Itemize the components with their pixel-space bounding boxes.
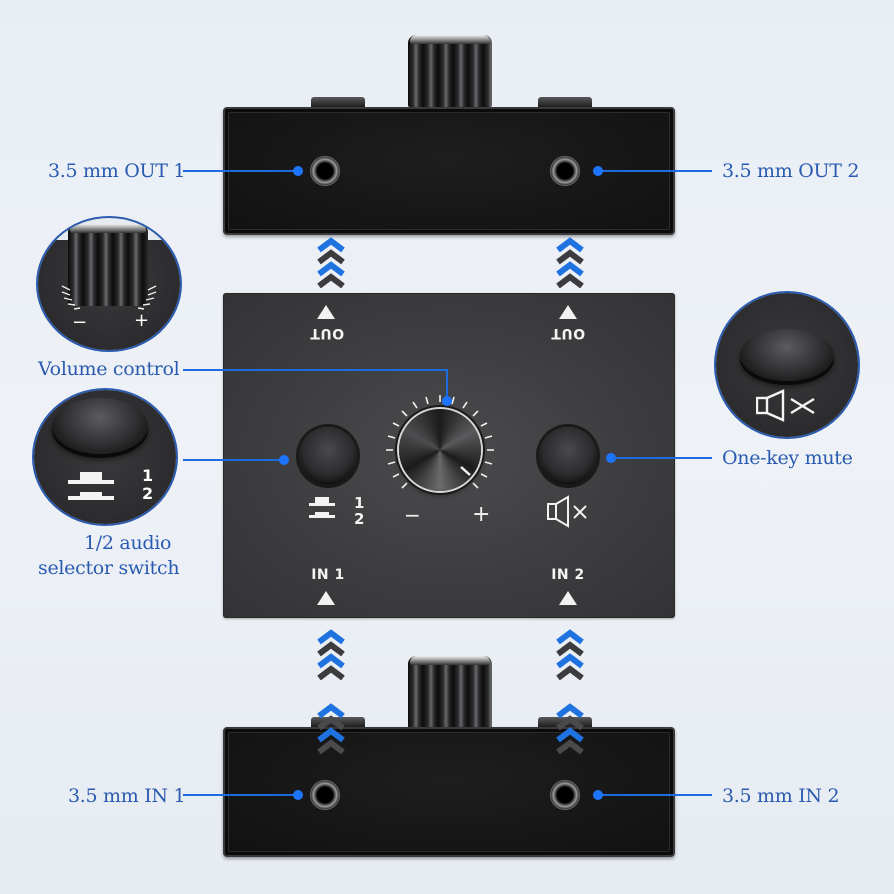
in-end-panel — [223, 727, 675, 857]
inset-plus: + — [134, 310, 150, 331]
knob-zoom-inset: − + — [38, 218, 180, 350]
mute-zoom-inset — [716, 293, 858, 437]
volume-scale-icon — [61, 285, 157, 310]
in1-arrow-icon — [317, 591, 335, 605]
out1-label: 3.5 mm OUT 1 — [48, 160, 186, 182]
inset-knob-body — [68, 224, 148, 306]
chevron-up-icon — [317, 629, 345, 680]
chevron-up-icon — [317, 703, 345, 754]
mute-leader-line — [612, 457, 712, 459]
in2-marking: IN 2 — [551, 567, 585, 583]
volume-scale-icon — [386, 395, 494, 489]
selector-zoom-inset: 1 2 — [34, 390, 176, 524]
in1-jack[interactable] — [310, 780, 340, 810]
mute-label: One-key mute — [722, 447, 853, 469]
bottom-volume-knob-side — [408, 656, 492, 728]
in2-arrow-icon — [559, 591, 577, 605]
volume-leader-drop — [446, 369, 448, 399]
mute-dot — [606, 453, 616, 463]
chevron-up-icon — [556, 237, 584, 288]
selector-dot — [279, 455, 289, 465]
speaker-mute-icon — [547, 495, 587, 528]
out-left-arrow-icon — [317, 305, 335, 319]
top-button-stub-left — [311, 97, 365, 107]
in1-leader-line — [183, 794, 298, 796]
inset-mute-button — [740, 329, 834, 381]
out-right-arrow-icon — [559, 305, 577, 319]
selector-num-1: 1 — [354, 494, 365, 512]
dial-indicator-icon — [460, 466, 471, 476]
in1-marking: IN 1 — [311, 567, 345, 583]
out-left-marking: OUT — [309, 325, 345, 341]
out2-jack[interactable] — [550, 156, 580, 186]
volume-dot — [442, 396, 452, 406]
chevron-up-icon — [317, 237, 345, 288]
out1-dot — [293, 166, 303, 176]
out2-dot — [593, 166, 603, 176]
chevron-up-icon — [556, 629, 584, 680]
volume-control-label: Volume control — [38, 358, 180, 380]
out2-leader-line — [598, 170, 712, 172]
mute-button[interactable] — [539, 427, 597, 485]
in2-jack[interactable] — [550, 780, 580, 810]
out1-jack[interactable] — [310, 156, 340, 186]
selector-leader-line — [183, 459, 288, 461]
top-volume-knob-side — [408, 35, 492, 107]
volume-knob[interactable] — [383, 393, 497, 507]
in1-dot — [293, 790, 303, 800]
out2-label: 3.5 mm OUT 2 — [722, 160, 860, 182]
inset-num-2: 2 — [142, 484, 154, 503]
inset-minus: − — [72, 312, 88, 333]
out-right-marking: OUT — [550, 325, 586, 341]
inset-num-1: 1 — [142, 466, 154, 485]
out1-leader-line — [183, 170, 298, 172]
volume-dial-cap[interactable] — [399, 409, 481, 491]
in2-leader-line — [598, 794, 712, 796]
selector-num-2: 2 — [354, 510, 365, 528]
selector-1-2-icon — [309, 497, 335, 518]
selector-label-line2: selector switch — [38, 557, 180, 579]
in1-label: 3.5 mm IN 1 — [68, 785, 186, 807]
inset-selector-button — [52, 398, 148, 454]
selector-switch-button[interactable] — [299, 427, 357, 485]
selector-label-line1: 1/2 audio — [84, 532, 172, 554]
selector-1-2-icon — [68, 472, 114, 500]
chevron-up-icon — [556, 703, 584, 754]
speaker-mute-icon — [756, 389, 815, 422]
in2-dot — [593, 790, 603, 800]
volume-plus: + — [472, 502, 491, 527]
volume-leader-line — [183, 369, 448, 371]
in2-label: 3.5 mm IN 2 — [722, 785, 840, 807]
top-button-stub-right — [538, 97, 592, 107]
volume-minus: − — [404, 503, 422, 527]
